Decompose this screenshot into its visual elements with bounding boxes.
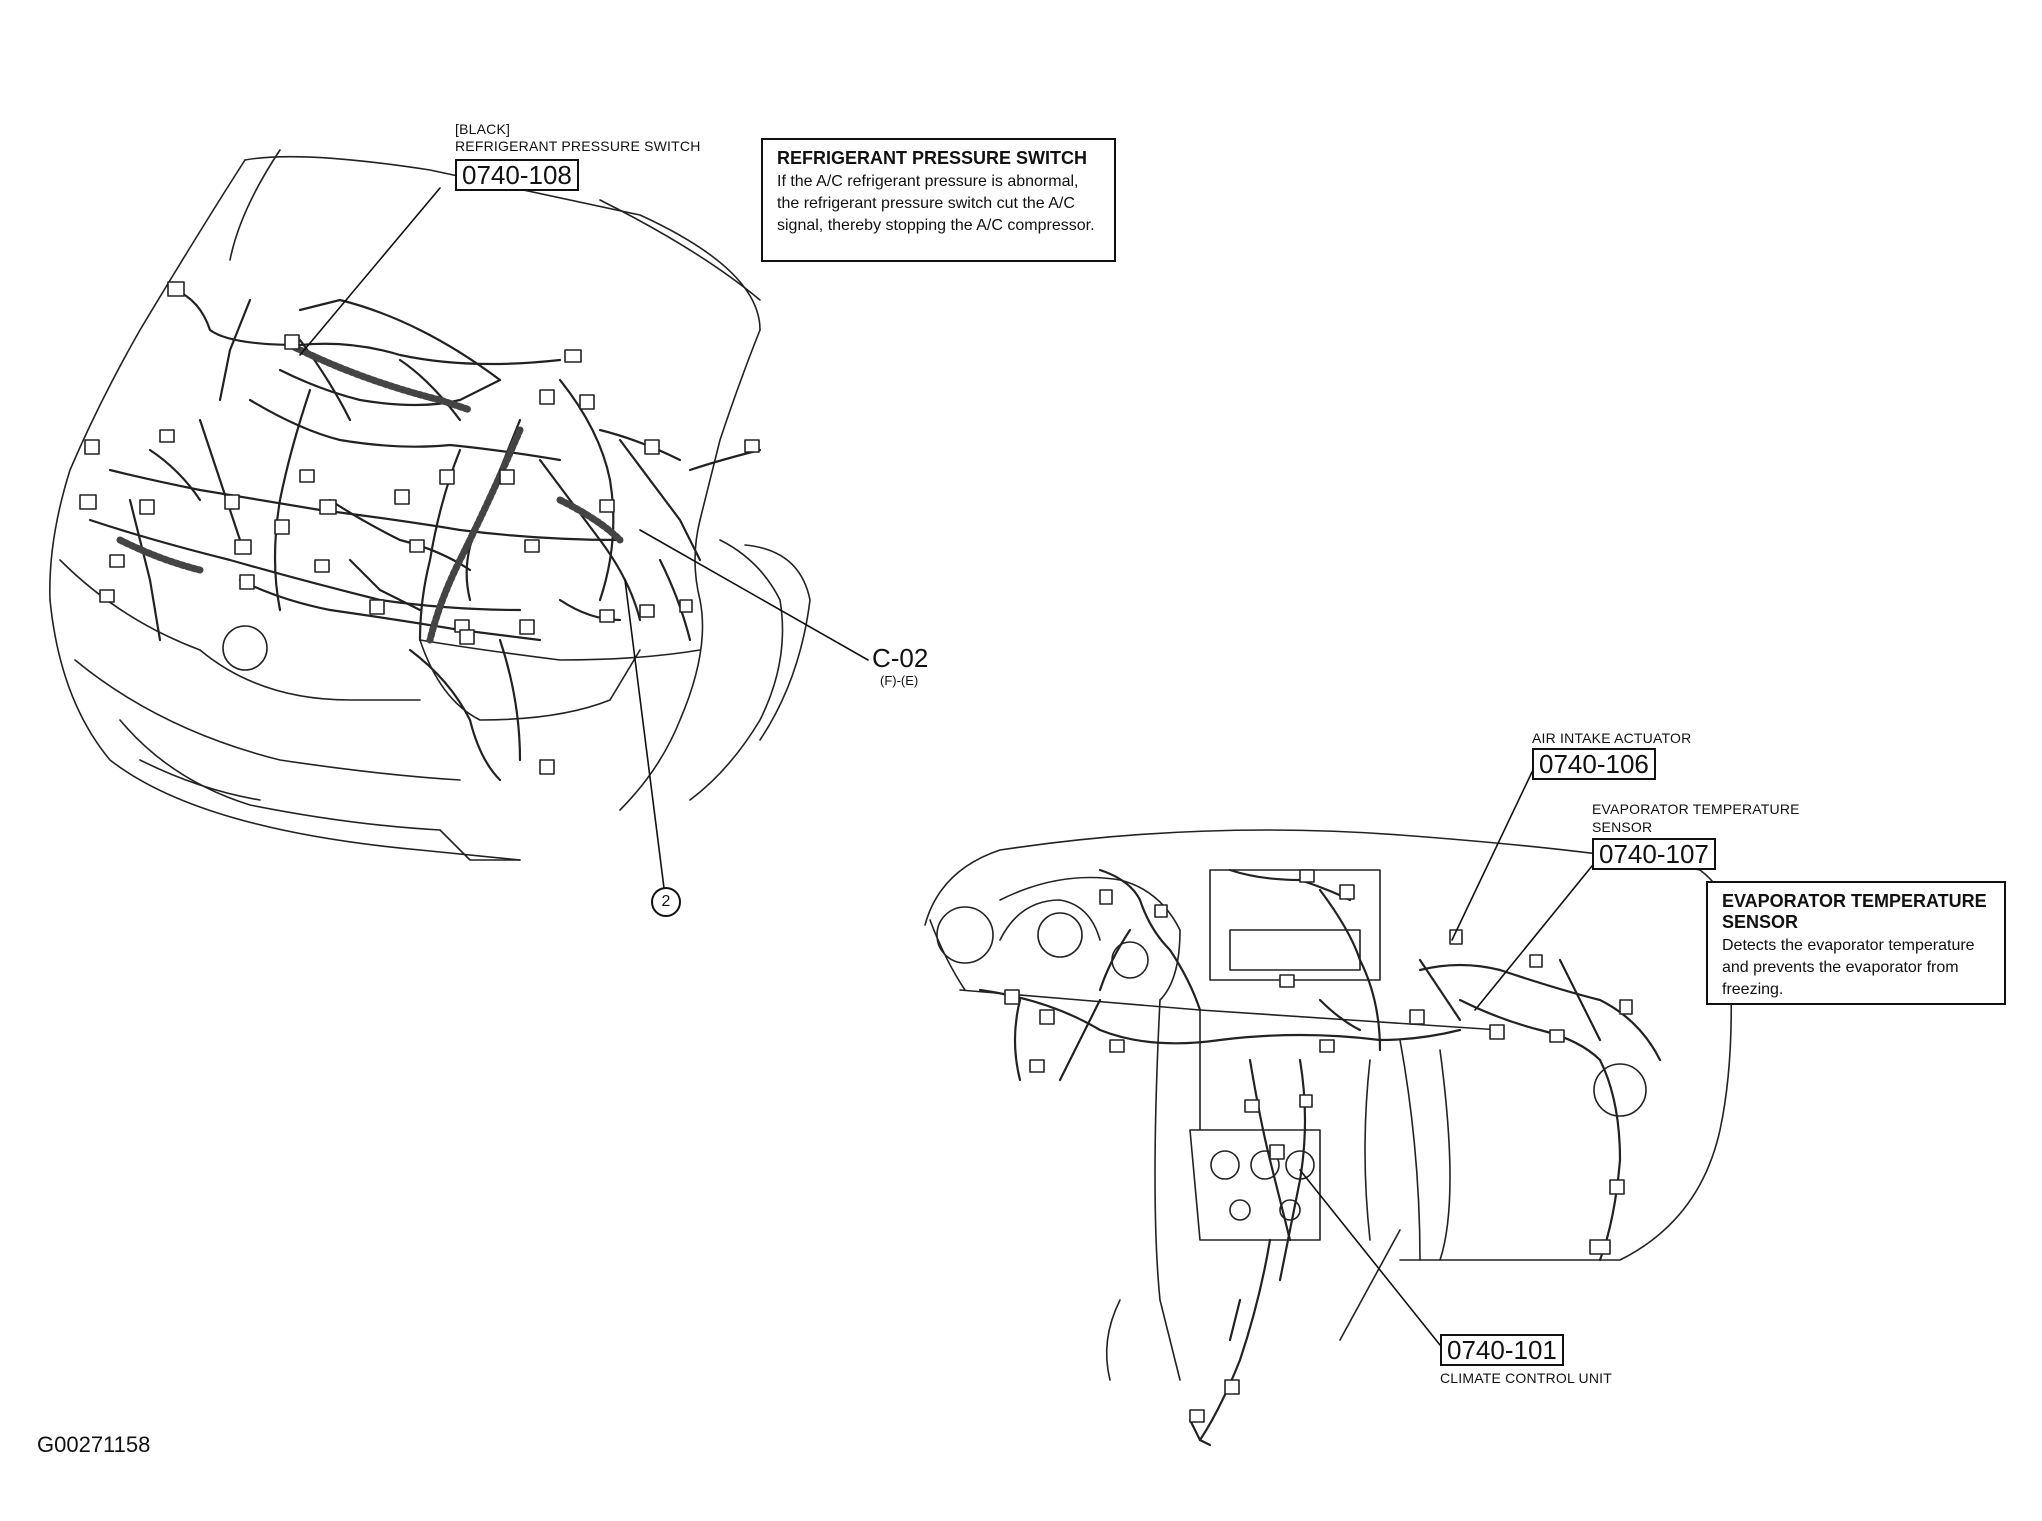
dashboard-outline bbox=[924, 829, 1733, 1381]
note-title: REFRIGERANT PRESSURE SWITCH bbox=[777, 148, 1088, 168]
dashboard-harness bbox=[978, 868, 1662, 1447]
evap-label-line1: EVAPORATOR TEMPERATURE bbox=[1592, 801, 1800, 817]
evap-label-line2: SENSOR bbox=[1592, 819, 1653, 835]
evap-code-box: 0740-107 bbox=[1592, 838, 1716, 870]
engine-harness bbox=[88, 288, 762, 782]
air-intake-label: AIR INTAKE ACTUATOR bbox=[1532, 730, 1692, 746]
evaporator-sensor-note: EVAPORATOR TEMPERATURE SENSOR Detects th… bbox=[1706, 881, 2006, 1005]
connector-sub-label: (F)-(E) bbox=[880, 673, 919, 688]
car-body-outline bbox=[49, 149, 811, 861]
air-intake-code-box: 0740-106 bbox=[1532, 748, 1656, 780]
figure-id: G00271158 bbox=[37, 1432, 151, 1457]
callout-circle: 2 bbox=[651, 887, 681, 917]
corrugated-tubes bbox=[116, 341, 624, 644]
refrigerant-switch-note: REFRIGERANT PRESSURE SWITCH If the A/C r… bbox=[761, 138, 1116, 262]
climate-code-box: 0740-101 bbox=[1440, 1334, 1564, 1366]
connector-code-label: C-02 bbox=[872, 643, 929, 673]
dashboard-connectors bbox=[1004, 869, 1633, 1423]
note-body: If the A/C refrigerant pressure is abnor… bbox=[777, 173, 1095, 234]
switch-code-box: 0740-108 bbox=[455, 159, 579, 191]
note-title-line1: EVAPORATOR TEMPERATURE bbox=[1722, 891, 1987, 911]
climate-control-label: CLIMATE CONTROL UNIT bbox=[1440, 1370, 1613, 1386]
switch-name-label: REFRIGERANT PRESSURE SWITCH bbox=[455, 138, 701, 154]
leader-lines bbox=[299, 187, 1593, 1346]
note-body: Detects the evaporator temperature and p… bbox=[1722, 937, 1975, 998]
engine-connectors bbox=[79, 281, 760, 775]
switch-color-label: [BLACK] bbox=[455, 121, 511, 137]
note-title-line2: SENSOR bbox=[1722, 912, 1799, 932]
